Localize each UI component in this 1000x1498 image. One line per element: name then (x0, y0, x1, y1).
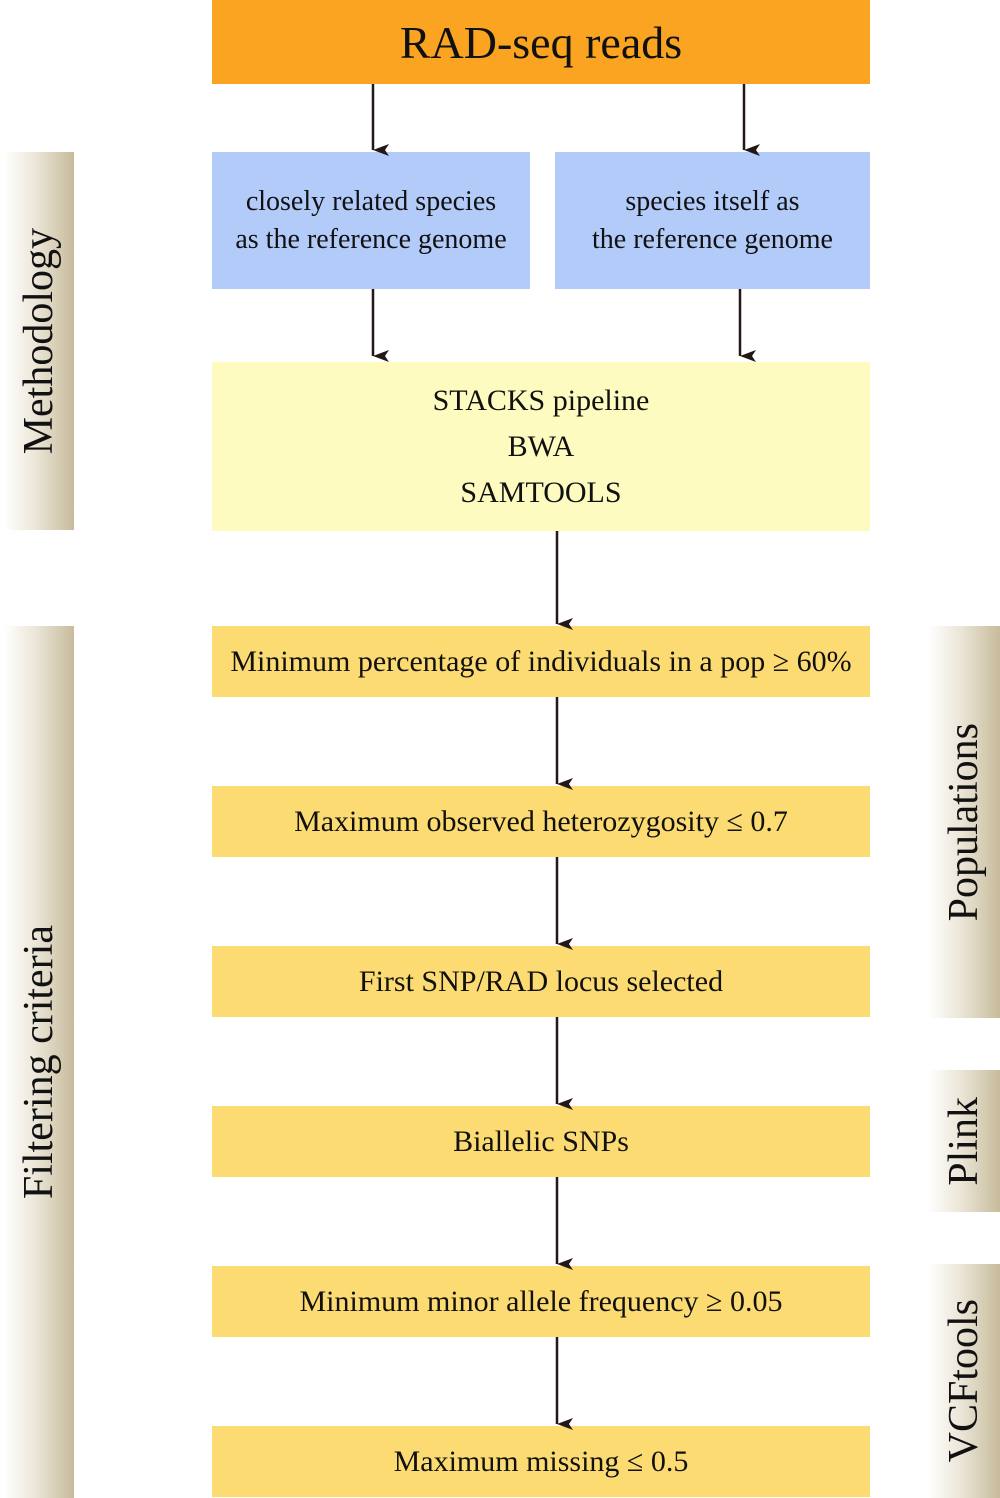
plink-label-bar: Plink (928, 1070, 1000, 1212)
filter-step-maf: Minimum minor allele frequency ≥ 0.05 (212, 1266, 870, 1337)
filter-step-label: Biallelic SNPs (453, 1124, 629, 1158)
vcftools-label-bar: VCFtools (928, 1264, 1000, 1498)
reference-option-related-species: closely related species as the reference… (212, 152, 530, 289)
reference-option-line: closely related species (245, 185, 497, 217)
filter-step-label: Maximum observed heterozygosity ≤ 0.7 (294, 804, 788, 838)
pipeline-line-samtools: SAMTOOLS (460, 475, 622, 509)
filter-step-label: Maximum missing ≤ 0.5 (393, 1444, 689, 1478)
populations-label: Populations (941, 722, 987, 922)
reference-option-line: species itself as (625, 185, 800, 217)
pipeline-line-bwa: BWA (507, 429, 575, 463)
filter-step-label: Minimum percentage of individuals in a p… (230, 644, 852, 678)
filter-step-first-snp: First SNP/RAD locus selected (212, 946, 870, 1017)
filter-step-label: First SNP/RAD locus selected (358, 964, 724, 998)
rad-seq-reads-box: RAD-seq reads (212, 0, 870, 84)
filter-step-label: Minimum minor allele frequency ≥ 0.05 (299, 1284, 783, 1318)
filter-step-max-missing: Maximum missing ≤ 0.5 (212, 1426, 870, 1497)
filter-step-max-heterozygosity: Maximum observed heterozygosity ≤ 0.7 (212, 786, 870, 857)
reference-option-line: as the reference genome (235, 223, 507, 255)
filtering-criteria-label-bar: Filtering criteria (4, 626, 74, 1498)
reference-option-line: the reference genome (592, 223, 833, 255)
rad-seq-reads-label: RAD-seq reads (399, 16, 683, 68)
filter-step-biallelic: Biallelic SNPs (212, 1106, 870, 1177)
vcftools-label: VCFtools (941, 1299, 987, 1463)
methodology-label: Methodology (16, 227, 62, 455)
methodology-label-bar: Methodology (4, 152, 74, 530)
pipeline-line-stacks: STACKS pipeline (432, 383, 650, 417)
filter-step-min-individuals: Minimum percentage of individuals in a p… (212, 626, 870, 697)
filtering-criteria-label: Filtering criteria (16, 924, 62, 1200)
reference-option-species-itself: species itself as the reference genome (555, 152, 870, 289)
populations-label-bar: Populations (928, 626, 1000, 1018)
pipeline-box: STACKS pipeline BWA SAMTOOLS (212, 362, 870, 531)
plink-label: Plink (941, 1096, 987, 1186)
